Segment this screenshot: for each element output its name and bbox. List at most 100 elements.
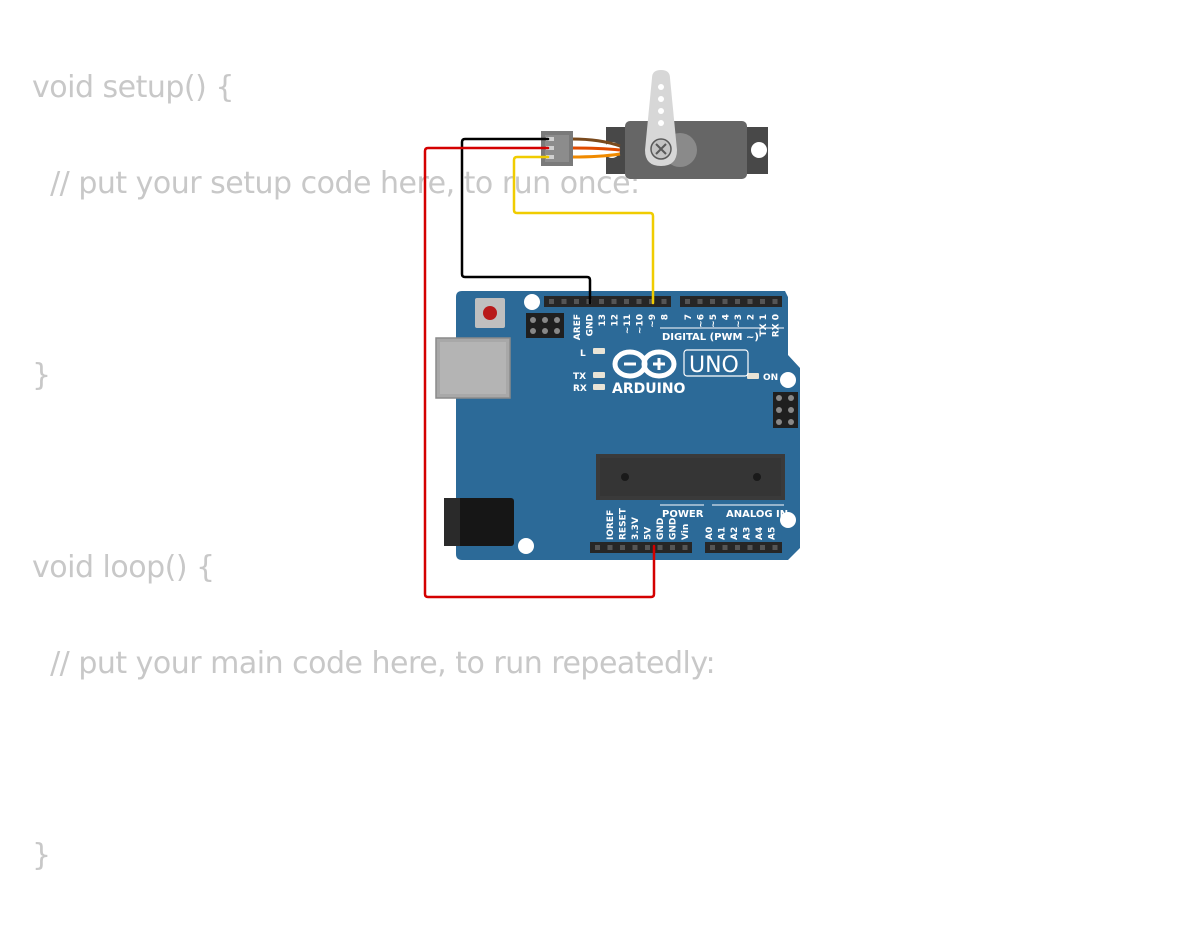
analog-pin-header[interactable] <box>705 542 782 553</box>
code-line: } <box>32 358 51 393</box>
header-socket[interactable] <box>645 545 650 550</box>
power-pin-header[interactable] <box>590 542 692 553</box>
pin-label: TX 1 <box>759 314 769 336</box>
pin-label: RX 0 <box>772 314 782 337</box>
header-socket[interactable] <box>607 545 613 550</box>
pin-label: 2 <box>747 314 757 320</box>
pin-label: RESET <box>619 507 629 540</box>
servo-cable-red <box>571 146 621 152</box>
header-body <box>590 542 692 553</box>
reset-button-cap[interactable] <box>483 306 497 320</box>
dc-power-jack-front <box>444 498 460 546</box>
header-socket[interactable] <box>620 545 625 550</box>
pin-label: ~10 <box>636 314 646 334</box>
pin-label: 12 <box>611 314 621 327</box>
header-body <box>544 296 671 307</box>
header-body <box>705 542 782 553</box>
digital-pin-header[interactable] <box>544 296 782 307</box>
header-body <box>680 296 782 307</box>
pin-label: 5V <box>644 527 654 540</box>
wire-signal-pin9[interactable] <box>512 155 655 305</box>
pin-label: AREF <box>573 314 583 340</box>
header-socket[interactable] <box>685 299 690 304</box>
led-tx-label: TX <box>573 372 586 382</box>
header-socket[interactable] <box>772 545 778 550</box>
header-socket[interactable] <box>710 545 715 550</box>
header-socket[interactable] <box>747 299 753 304</box>
header-socket[interactable] <box>574 299 579 304</box>
header-socket[interactable] <box>747 545 753 550</box>
pin-label: 4 <box>722 314 732 320</box>
header-socket[interactable] <box>722 545 728 550</box>
mounting-hole <box>518 538 534 554</box>
pin-label: ~6 <box>697 314 707 328</box>
header-socket[interactable] <box>697 299 703 304</box>
header-socket[interactable] <box>722 299 728 304</box>
pin-label: 7 <box>684 314 694 320</box>
code-line: // put your main code here, to run repea… <box>32 646 716 681</box>
code-line: void loop() { <box>32 550 215 585</box>
servo-motor[interactable] <box>541 70 768 179</box>
pin-label: ~9 <box>648 314 658 328</box>
header-socket[interactable] <box>632 545 638 550</box>
dc-power-jack <box>444 498 514 546</box>
header-socket[interactable] <box>599 299 604 304</box>
pin-label: A3 <box>743 527 753 540</box>
header-socket[interactable] <box>772 299 778 304</box>
icsp-header <box>526 313 564 338</box>
header-socket[interactable] <box>760 299 765 304</box>
servo-connector-pin <box>546 155 554 159</box>
led-rx-label: RX <box>573 384 587 394</box>
pin-label: A5 <box>768 527 778 540</box>
uno-model: UNO <box>689 353 739 378</box>
pin-label: IOREF <box>606 510 616 540</box>
header-socket[interactable] <box>735 545 740 550</box>
header-socket[interactable] <box>549 299 554 304</box>
pin-label: GND <box>656 518 666 540</box>
analog-label: ANALOG IN <box>726 509 788 520</box>
wire-5v[interactable] <box>423 146 656 599</box>
servo-connector-pin <box>546 137 554 141</box>
pin-label: ~11 <box>623 314 633 334</box>
pin-label: 8 <box>661 314 671 320</box>
mounting-hole <box>780 512 796 528</box>
header-socket[interactable] <box>710 299 715 304</box>
header-socket[interactable] <box>682 545 688 550</box>
header-socket[interactable] <box>649 299 654 304</box>
servo-horn-hole <box>658 84 664 90</box>
pin-label: 13 <box>598 314 608 327</box>
header-socket[interactable] <box>760 545 765 550</box>
arduino-brand: ARDUINO <box>612 381 686 397</box>
servo-horn-hole <box>658 96 664 102</box>
header-socket[interactable] <box>735 299 740 304</box>
servo-horn-hole <box>658 108 664 114</box>
servo-horn-hole <box>658 120 664 126</box>
header-socket[interactable] <box>595 545 600 550</box>
header-socket[interactable] <box>661 299 667 304</box>
led-rx <box>593 384 605 390</box>
pin-label: A2 <box>730 527 740 540</box>
servo-mount-hole <box>751 142 767 158</box>
arduino-logo-icon <box>612 349 677 379</box>
code-line <box>32 736 715 784</box>
pin-label: ~5 <box>709 314 719 328</box>
header-socket[interactable] <box>624 299 629 304</box>
header-socket[interactable] <box>657 545 663 550</box>
led-tx <box>593 372 605 378</box>
servo-cable-orange <box>571 152 621 159</box>
header-socket[interactable] <box>636 299 642 304</box>
pin-label: ~3 <box>734 314 744 328</box>
led-l <box>593 348 605 354</box>
atmega-chip <box>596 454 785 500</box>
header-socket[interactable] <box>561 299 567 304</box>
header-socket[interactable] <box>611 299 617 304</box>
pin-label: Vin <box>681 524 691 540</box>
pin-label: 3.3V <box>631 517 641 540</box>
led-on-label: ON <box>763 373 778 383</box>
header-socket[interactable] <box>670 545 675 550</box>
servo-screw-slot <box>655 143 667 155</box>
wire-gnd[interactable] <box>460 137 592 305</box>
